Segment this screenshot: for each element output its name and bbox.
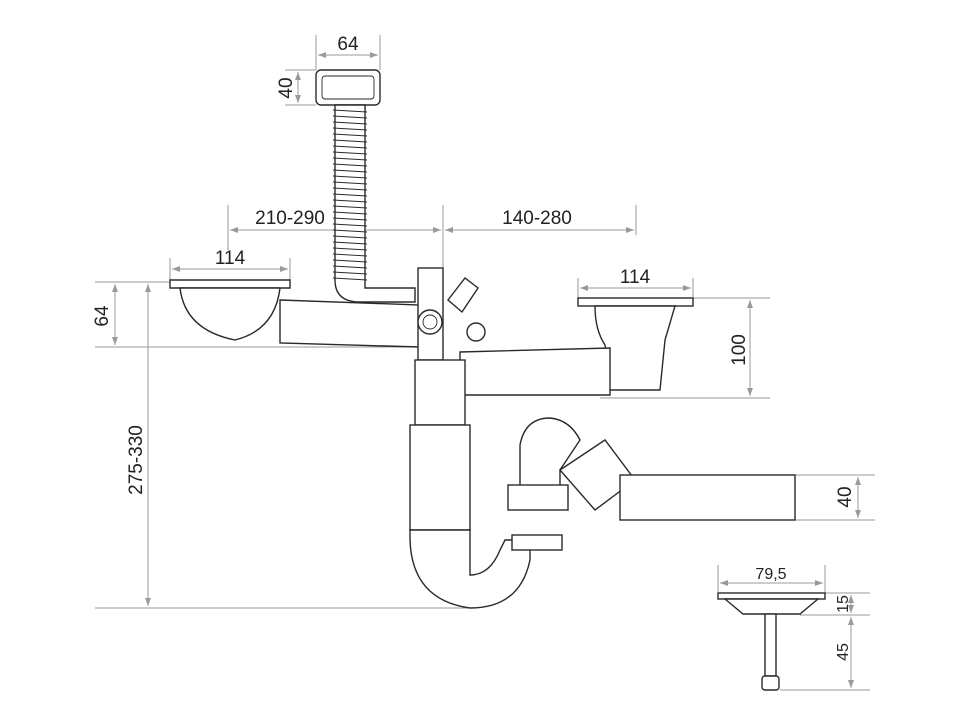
hose-rib: [332, 151, 368, 155]
hose-rib: [332, 211, 368, 215]
right-pipe: [459, 347, 611, 396]
left-strainer-body: [179, 287, 281, 341]
hose-rib: [332, 115, 368, 119]
hose-rib: [332, 121, 368, 125]
hose-rib: [332, 235, 368, 239]
siphon-parts: [169, 69, 826, 691]
hose-rib: [332, 181, 368, 185]
hose-rib: [332, 133, 368, 137]
hose-rib: [332, 157, 368, 161]
outlet-pipe: [619, 474, 796, 521]
right-strainer-body: [594, 305, 676, 391]
hose-rib: [332, 247, 368, 251]
hose-rib: [332, 223, 368, 227]
hose-rib: [332, 193, 368, 197]
hose-rib: [332, 145, 368, 149]
outlet-nut: [507, 484, 569, 511]
basket-stem: [764, 613, 777, 677]
hose-rib: [332, 175, 368, 179]
hose-rib: [332, 169, 368, 173]
hose-rib: [332, 217, 368, 221]
hose-rib: [332, 163, 368, 167]
right-strainer-plate: [577, 297, 694, 307]
dimension-lines: [95, 35, 875, 691]
left-pipe: [279, 299, 421, 348]
basket: [723, 598, 820, 615]
right-depth-label: 100: [729, 334, 750, 366]
hose-rib: [332, 109, 368, 113]
hose-rib: [332, 199, 368, 203]
stem-length-label: 45: [835, 643, 852, 661]
hose-rib: [332, 187, 368, 191]
right-strainer-label: 114: [620, 267, 651, 288]
hose-rib: [332, 241, 368, 245]
left-strainer-label: 114: [215, 248, 246, 269]
hose-rib: [332, 253, 368, 257]
outlet-diameter-label: 40: [835, 486, 856, 507]
basket-height-label: 15: [835, 595, 852, 613]
overflow-width-label: 64: [337, 34, 359, 55]
basket-plate: [717, 592, 826, 600]
standpipe: [409, 424, 471, 531]
left-strainer-plate: [169, 279, 291, 289]
hose-rib: [332, 271, 368, 275]
hose-rib: [332, 277, 368, 281]
hose-rib: [332, 265, 368, 269]
outlet-bend: [519, 417, 581, 491]
left-depth-label: 64: [92, 305, 113, 327]
total-height-label: 275-330: [126, 425, 147, 495]
overflow-height-label: 40: [276, 77, 297, 98]
hose-rib: [332, 127, 368, 131]
overflow-cover: [315, 69, 381, 106]
bend-nut: [511, 534, 563, 551]
u-bend: [409, 529, 531, 609]
right-distance-label: 140-280: [502, 208, 572, 229]
hose-rib: [332, 259, 368, 263]
hose-rib: [332, 229, 368, 233]
basket-diameter-label: 79,5: [755, 566, 786, 583]
upper-standpipe: [414, 359, 466, 426]
left-distance-label: 210-290: [255, 208, 325, 229]
hose-rib: [332, 139, 368, 143]
overflow-hose: [334, 104, 416, 303]
hose-rib: [332, 205, 368, 209]
